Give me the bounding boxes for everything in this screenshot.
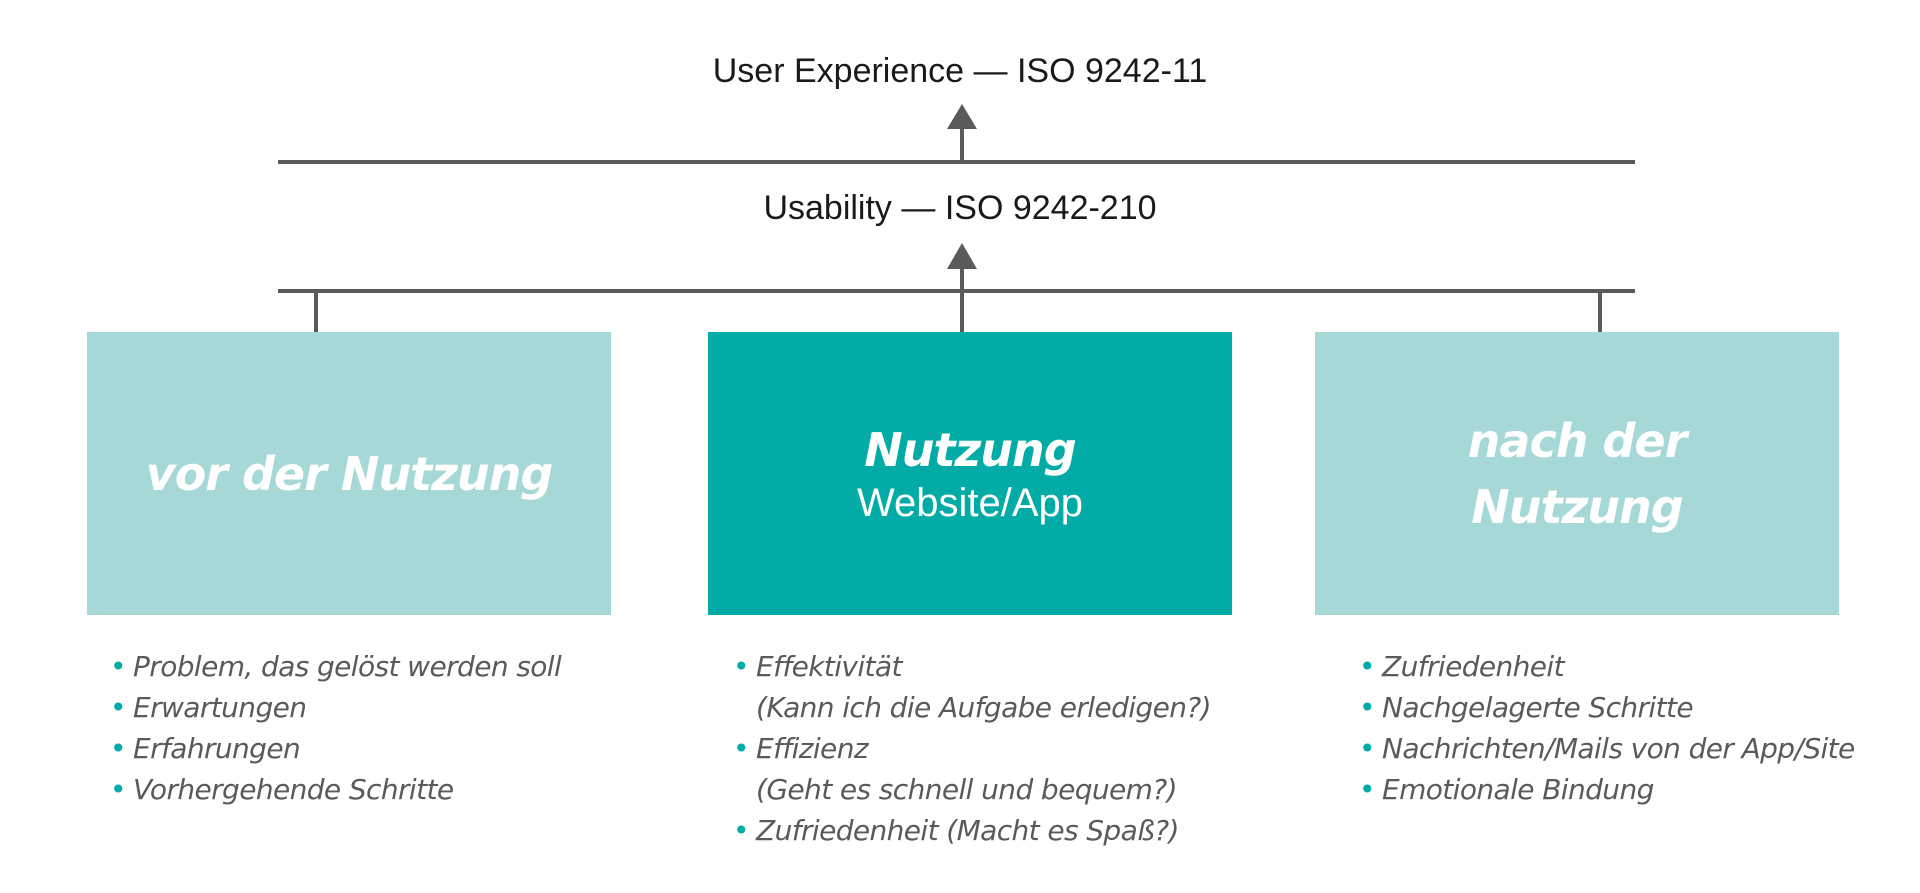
list-item-text: Erwartungen bbox=[133, 691, 307, 724]
box-title: nach der Nutzung bbox=[1467, 413, 1688, 534]
bullet-dot-icon: • bbox=[110, 773, 127, 806]
list-item: •Vorhergehende Schritte bbox=[110, 769, 561, 810]
bullet-dot-icon: • bbox=[1359, 732, 1376, 765]
bullet-dot-icon: • bbox=[1359, 691, 1376, 724]
list-item-text: Nachgelagerte Schritte bbox=[1382, 691, 1694, 724]
list-item-text: Zufriedenheit (Macht es Spaß?) bbox=[756, 814, 1179, 847]
list-item-text: Erfahrungen bbox=[133, 732, 301, 765]
usability-arrow-icon bbox=[947, 243, 977, 269]
ux-level-label: User Experience — ISO 9242-11 bbox=[712, 52, 1208, 90]
list-item-text: Zufriedenheit bbox=[1382, 650, 1565, 683]
bullet-dot-icon: • bbox=[1359, 773, 1376, 806]
list-item: •Effizienz (Geht es schnell und bequem?) bbox=[733, 728, 1211, 810]
list-item: •Nachgelagerte Schritte bbox=[1359, 687, 1855, 728]
list-item: •Erfahrungen bbox=[110, 728, 561, 769]
list-item-text: Effektivität bbox=[756, 650, 902, 683]
after-use-list: •Zufriedenheit •Nachgelagerte Schritte •… bbox=[1359, 646, 1855, 810]
list-item-note: (Geht es schnell und bequem?) bbox=[756, 773, 1178, 806]
box-subtitle: Website/App bbox=[856, 480, 1084, 525]
bullet-dot-icon: • bbox=[733, 650, 750, 683]
list-item-text: Emotionale Bindung bbox=[1382, 773, 1654, 806]
list-item: •Problem, das gelöst werden soll bbox=[110, 646, 562, 687]
bullet-dot-icon: • bbox=[110, 732, 127, 765]
box-title: vor der Nutzung bbox=[145, 446, 554, 501]
before-use-list: •Problem, das gelöst werden soll •Erwart… bbox=[110, 646, 562, 810]
bullet-dot-icon: • bbox=[733, 732, 750, 765]
box-after-use: nach der Nutzung bbox=[1315, 332, 1839, 615]
box-use: Nutzung Website/App bbox=[708, 332, 1232, 615]
use-list: •Effektivität(Kann ich die Aufgabe erled… bbox=[733, 646, 1212, 851]
ux-arrow-icon bbox=[947, 104, 977, 129]
bullet-dot-icon: • bbox=[110, 650, 127, 683]
list-item-text: Vorhergehende Schritte bbox=[133, 773, 454, 806]
list-item: •Zufriedenheit (Macht es Spaß?) bbox=[733, 810, 1211, 851]
list-item: •Effektivität (Kann ich die Aufgabe erled… bbox=[733, 646, 1212, 728]
bullet-dot-icon: • bbox=[733, 814, 750, 847]
list-item-text: Problem, das gelöst werden soll bbox=[133, 650, 562, 683]
list-item: •Erwartungen bbox=[110, 687, 561, 728]
bullet-dot-icon: • bbox=[1359, 650, 1376, 683]
usability-level-label: Usability — ISO 9242-210 bbox=[763, 189, 1157, 227]
list-item-text: Effizienz bbox=[756, 732, 869, 765]
box-before-use: vor der Nutzung bbox=[87, 332, 611, 615]
list-item-note: (Kann ich die Aufgabe erledigen?) bbox=[756, 691, 1212, 724]
bullet-dot-icon: • bbox=[110, 691, 127, 724]
list-item: •Emotionale Bindung bbox=[1359, 769, 1855, 810]
list-item-text: Nachrichten/Mails von der App/Site bbox=[1382, 732, 1855, 765]
list-item: •Nachrichten/Mails von der App/Site bbox=[1359, 728, 1855, 769]
list-item: •Zufriedenheit bbox=[1359, 646, 1855, 687]
box-title: Nutzung bbox=[864, 422, 1076, 477]
